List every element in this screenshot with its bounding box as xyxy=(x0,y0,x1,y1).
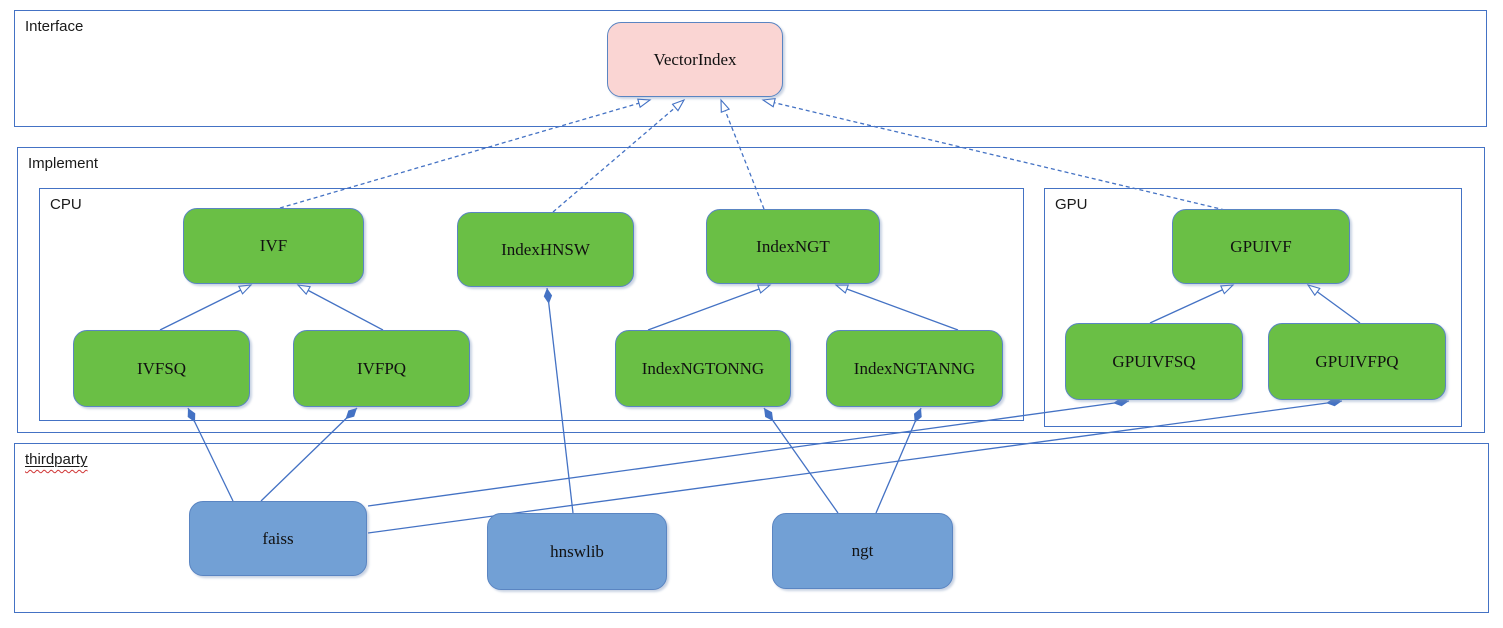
container-thirdparty xyxy=(14,443,1489,613)
edge-IVFSQ-IVF xyxy=(159,284,253,331)
edge-faiss-GPUIVFSQ xyxy=(367,397,1130,507)
edge-IVFPQ-IVF xyxy=(296,284,384,331)
edge-IndexHNSW-VectorIndex xyxy=(552,98,686,213)
container-label-thirdparty: thirdparty xyxy=(25,451,88,468)
node-IndexNGT: IndexNGT xyxy=(706,209,880,284)
edge-hnswlib-IndexHNSW xyxy=(543,287,574,514)
node-IVFSQ: IVFSQ xyxy=(73,330,250,407)
edge-GPUIVFSQ-GPUIVF xyxy=(1149,284,1235,324)
node-IndexNGTONNG: IndexNGTONNG xyxy=(615,330,791,407)
edge-IndexNGTANNG-IndexNGT xyxy=(834,284,959,331)
edge-GPUIVFPQ-GPUIVF xyxy=(1306,284,1361,324)
node-IVFPQ: IVFPQ xyxy=(293,330,470,407)
node-hnswlib: hnswlib xyxy=(487,513,667,590)
edge-IndexNGT-VectorIndex xyxy=(720,98,765,210)
edge-faiss-IVFPQ xyxy=(260,407,358,502)
node-faiss: faiss xyxy=(189,501,367,576)
container-interface xyxy=(14,10,1487,127)
node-GPUIVFSQ: GPUIVFSQ xyxy=(1065,323,1243,400)
node-IVF: IVF xyxy=(183,208,364,284)
container-label-implement: Implement xyxy=(28,155,99,172)
container-cpu xyxy=(39,188,1024,421)
container-label-gpu: GPU xyxy=(1055,196,1088,213)
container-label-cpu: CPU xyxy=(50,196,82,213)
edge-IVF-VectorIndex xyxy=(279,98,652,209)
edge-ngt-IndexNGTONNG xyxy=(763,407,839,514)
edge-ngt-IndexNGTANNG xyxy=(875,407,922,514)
edge-IndexNGTONNG-IndexNGT xyxy=(647,284,772,331)
container-gpu xyxy=(1044,188,1462,427)
node-GPUIVF: GPUIVF xyxy=(1172,209,1350,284)
edge-faiss-GPUIVFPQ xyxy=(367,397,1343,534)
node-GPUIVFPQ: GPUIVFPQ xyxy=(1268,323,1446,400)
node-ngt: ngt xyxy=(772,513,953,589)
node-IndexNGTANNG: IndexNGTANNG xyxy=(826,330,1003,407)
container-implement xyxy=(17,147,1485,433)
container-label-interface: Interface xyxy=(25,18,84,35)
node-VectorIndex: VectorIndex xyxy=(607,22,783,97)
node-IndexHNSW: IndexHNSW xyxy=(457,212,634,287)
edge-GPUIVF-VectorIndex xyxy=(761,97,1226,211)
edge-faiss-IVFSQ xyxy=(187,407,234,502)
